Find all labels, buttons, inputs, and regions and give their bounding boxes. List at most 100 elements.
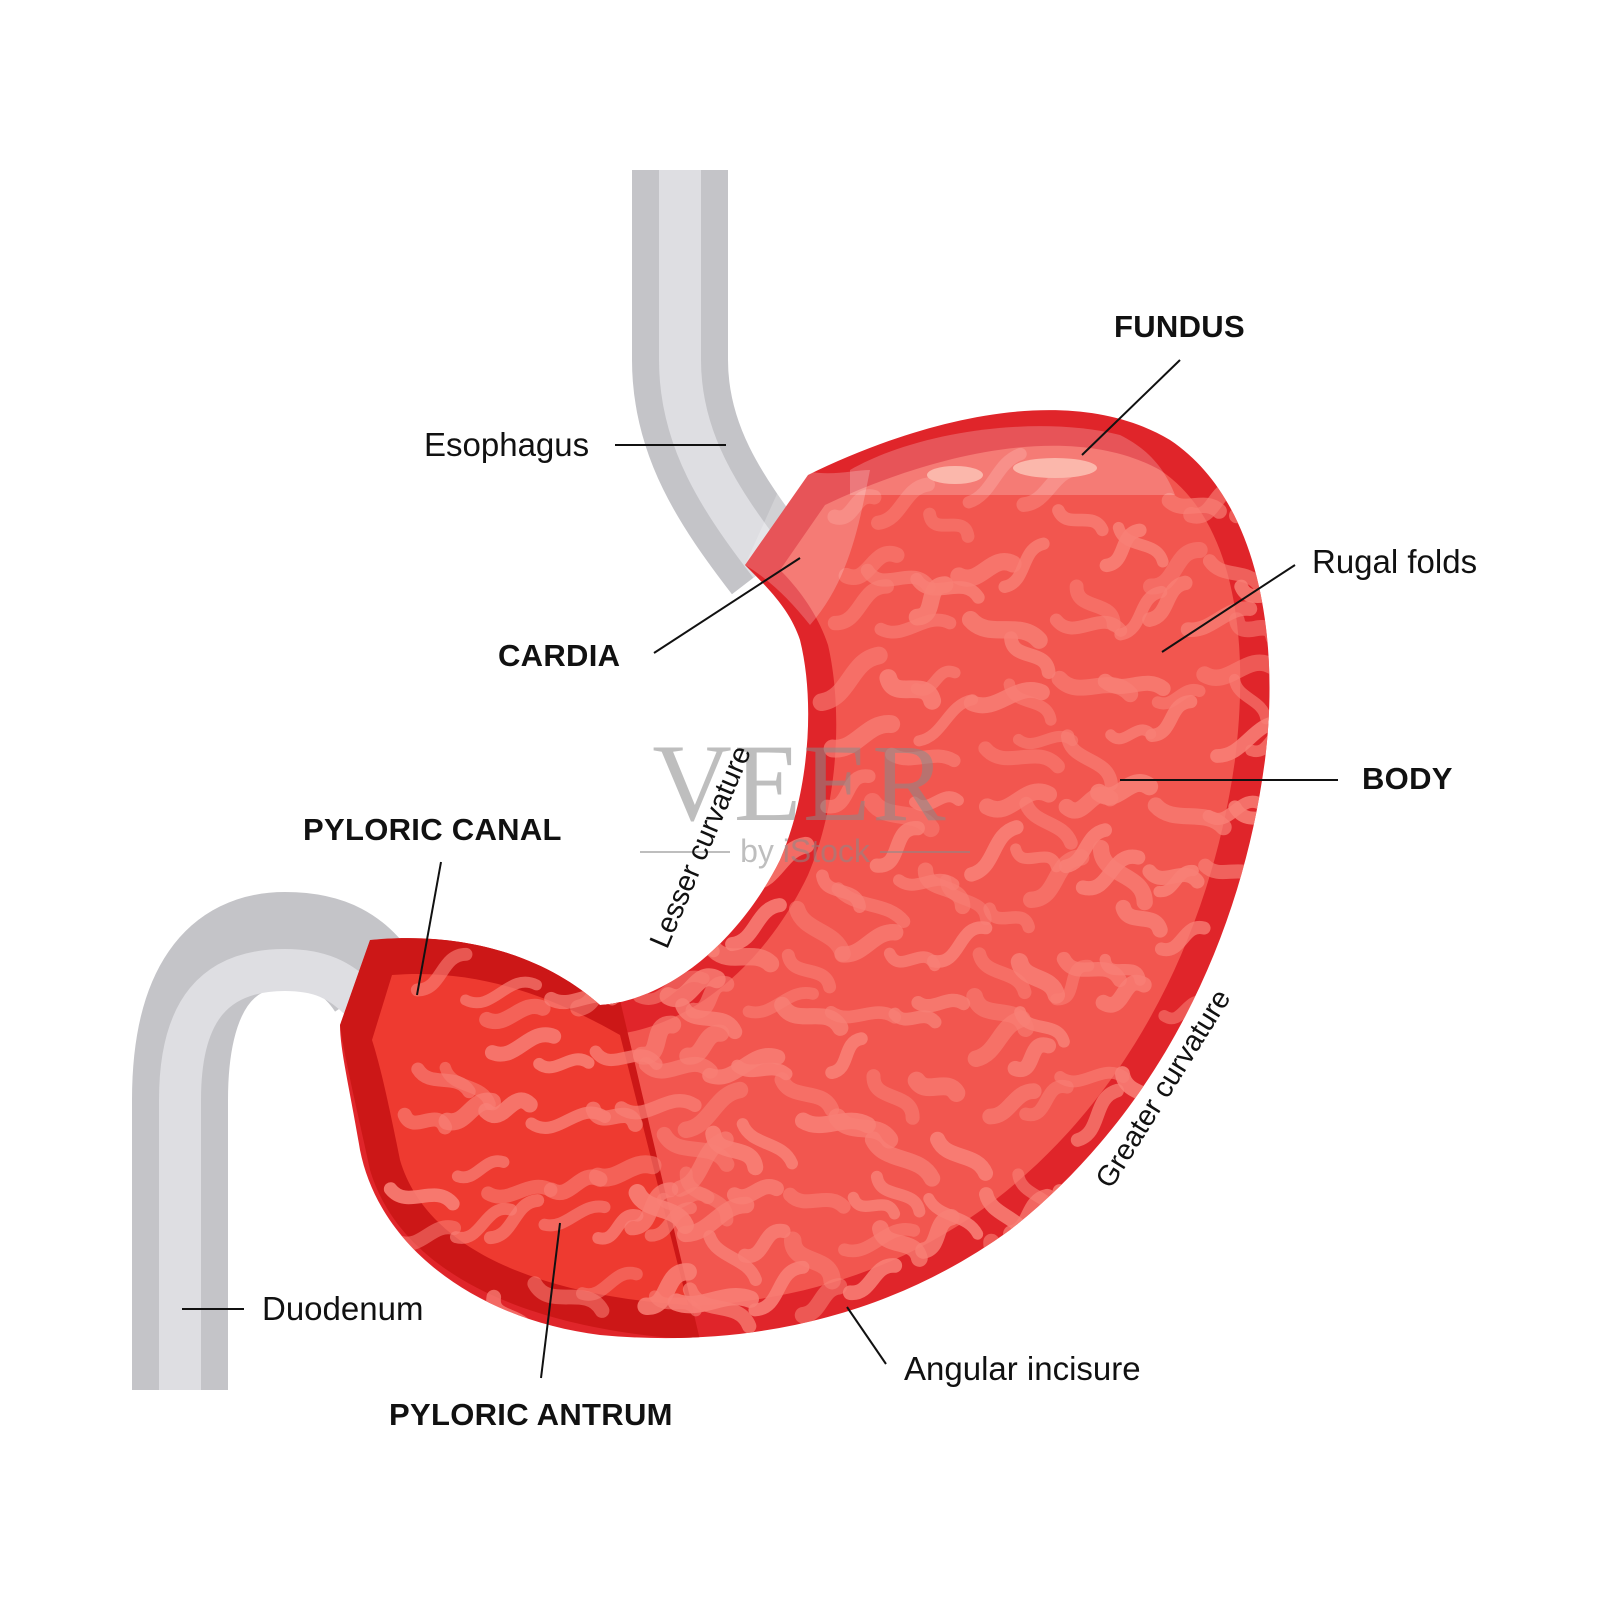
rugal-fold <box>930 1131 994 1181</box>
rugal-fold <box>703 1230 762 1286</box>
rugal-fold <box>1003 678 1057 726</box>
esophagus-tube <box>632 170 809 595</box>
label-pyloric-canal: PYLORIC CANAL <box>303 812 562 847</box>
rugal-fold <box>1229 470 1270 524</box>
rugal-fold <box>642 943 707 971</box>
rugal-fold <box>911 993 971 1013</box>
rugal-fold <box>1015 1284 1104 1312</box>
rugal-fold <box>874 613 957 639</box>
rugal-fold <box>962 447 1027 509</box>
rugal-fold <box>907 1071 966 1102</box>
rugal-fold <box>864 1131 941 1187</box>
rugal-fold <box>679 1024 730 1065</box>
label-pyloric-antrum: PYLORIC ANTRUM <box>389 1397 673 1432</box>
rugal-fold <box>659 968 726 1008</box>
rugal-fold <box>824 1005 902 1024</box>
rugal-fold <box>781 948 837 994</box>
rugal-fold <box>825 1032 868 1080</box>
rugal-fold <box>624 1182 679 1236</box>
rugal-fold <box>527 1276 610 1318</box>
rugal-fold <box>737 1223 791 1263</box>
rugal-fold <box>483 1194 545 1245</box>
rugal-fold <box>1196 654 1270 686</box>
rugal-fold <box>1060 729 1118 791</box>
rugal-fold <box>570 954 628 1017</box>
rugal-fold <box>484 1027 562 1062</box>
rugal-fold <box>656 1126 735 1172</box>
rugal-fold <box>671 1131 734 1197</box>
rugal-fold <box>1049 613 1128 637</box>
rugal-fold <box>1115 899 1168 938</box>
rugal-fold <box>1092 839 1153 911</box>
rugal-fold <box>783 1187 851 1214</box>
rugal-fold <box>1004 631 1056 679</box>
label-body: BODY <box>1362 761 1453 796</box>
rugal-fold <box>939 874 992 926</box>
rugal-fold <box>1075 849 1146 896</box>
rugal-fold <box>827 579 894 631</box>
rugal-fold <box>823 715 901 758</box>
rugal-fold <box>1153 865 1199 898</box>
rugal-fold <box>736 1118 798 1170</box>
leader-cardia <box>653 557 801 654</box>
rugal-fold <box>885 747 961 768</box>
rugal-fold <box>871 477 935 530</box>
rugal-fold <box>888 1007 942 1029</box>
label-fundus: FUNDUS <box>1114 309 1245 344</box>
rugal-fold <box>667 1287 759 1314</box>
rugal-fold <box>908 576 954 626</box>
rugal-fold <box>928 1288 1010 1336</box>
rugal-fold <box>950 553 1022 587</box>
rugal-fold <box>748 1260 810 1317</box>
rugal-fold <box>675 998 743 1040</box>
rugal-fold <box>725 898 787 952</box>
rugal-fold <box>1097 673 1171 697</box>
rugal-fold <box>961 610 1048 649</box>
rugal-fold <box>638 1056 718 1079</box>
rugal-fold <box>978 741 1065 774</box>
rugal-fold <box>866 1069 920 1125</box>
rugal-fold <box>972 947 1032 1000</box>
rugal-fold <box>1019 796 1078 850</box>
rugal-fold <box>1143 542 1208 595</box>
rugal-fold <box>915 1209 960 1259</box>
rugal-fold <box>1059 1302 1119 1339</box>
rugal-fold <box>1099 953 1146 986</box>
rugal-fold <box>982 1083 1042 1125</box>
rugal-fold <box>927 921 993 968</box>
rugal-fold <box>842 1258 903 1300</box>
rugal-fold <box>592 1209 644 1245</box>
rugal-fold <box>879 669 942 710</box>
rugal-fold <box>1014 1006 1070 1048</box>
rugal-fold <box>847 1191 901 1220</box>
rugal-fold <box>451 1155 510 1184</box>
rugal-fold <box>923 507 975 543</box>
rugal-fold <box>961 1293 1016 1339</box>
rugal-fold <box>964 820 1024 882</box>
rugal-fold <box>1229 612 1270 646</box>
rugal-fold <box>1151 683 1206 710</box>
leader-pyloric-antrum <box>540 1222 561 1379</box>
rugal-fold <box>1019 1080 1074 1122</box>
rugal-fold <box>633 970 710 1005</box>
rugal-fold <box>1210 715 1270 763</box>
rugal-fold <box>831 882 911 928</box>
rugal-fold <box>410 947 473 997</box>
fundus-shine-marks <box>927 458 1097 484</box>
rugal-fold <box>794 1278 848 1324</box>
watermark-sub: by iStock <box>740 833 871 869</box>
label-angular-incisure: Angular incisure <box>904 1350 1141 1387</box>
rugal-fold <box>479 998 551 1030</box>
rugal-fold <box>1090 774 1159 805</box>
rugal-fold <box>637 1263 697 1315</box>
rugal-fold <box>449 1203 518 1244</box>
rugal-fold <box>633 1015 682 1065</box>
rugal-fold <box>1111 1251 1185 1302</box>
rugal-fold <box>533 1053 595 1074</box>
rugal-fold <box>870 1170 926 1218</box>
rugal-fold <box>967 1010 1031 1068</box>
rugal-fold <box>1165 1285 1217 1320</box>
rugal-fold <box>1202 554 1267 593</box>
rugal-fold <box>576 1266 643 1301</box>
